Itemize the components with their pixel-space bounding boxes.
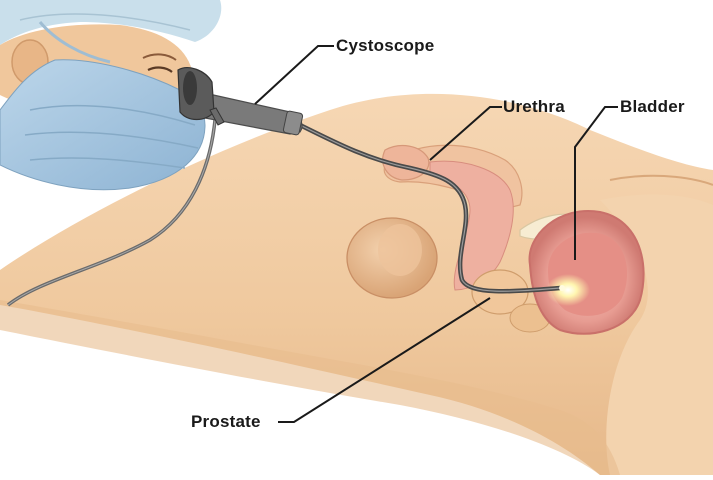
- label-prostate: Prostate: [191, 412, 261, 432]
- label-bladder: Bladder: [620, 97, 685, 117]
- label-cystoscope: Cystoscope: [336, 36, 434, 56]
- cystoscope-lens: [183, 71, 197, 105]
- label-urethra: Urethra: [503, 97, 565, 117]
- leader-cystoscope: [255, 46, 334, 104]
- scope-tip: [559, 285, 565, 291]
- testis-highlight: [378, 224, 422, 276]
